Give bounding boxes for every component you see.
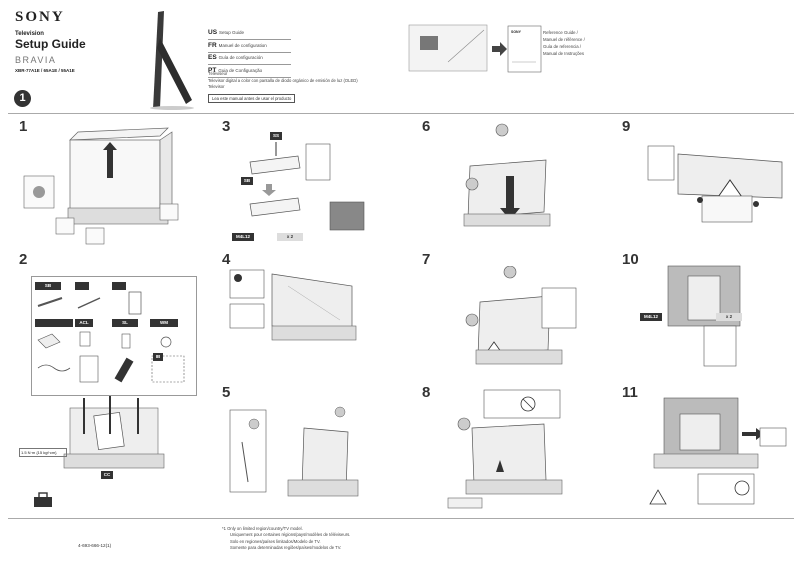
- reference-line: Reference Guide /: [543, 30, 578, 35]
- step-number: 11: [622, 384, 638, 401]
- footnote: *1 Only on limited region/country/TV mod…: [222, 526, 350, 552]
- tag-wm: WM: [150, 319, 178, 327]
- language-code: FR: [208, 41, 217, 49]
- language-code: ES: [208, 54, 217, 61]
- tag-cc: CC: [101, 471, 113, 479]
- footnote-line: Somente para determinadas regiões/países…: [230, 545, 342, 551]
- step-number: 1: [19, 118, 28, 135]
- step7-stand-illustration: [465, 266, 577, 365]
- tag-sb: SB: [35, 282, 61, 290]
- language-code: US: [208, 29, 218, 36]
- reference-illustration: [408, 24, 542, 73]
- step3-stand-illustration: [249, 142, 365, 231]
- read-manual-note: Lea este manual antes de usar el product…: [208, 94, 296, 103]
- language-label: Setup Guide: [219, 30, 245, 35]
- step-number: 9: [622, 118, 631, 135]
- step4-attach-illustration: [229, 269, 357, 341]
- tv-description-line: Téléviseur: [208, 71, 228, 76]
- accessory-row1-icons: [37, 291, 142, 315]
- product-type: Television: [15, 31, 44, 37]
- step-number: 3: [222, 118, 231, 135]
- sheet-number-badge: 1: [14, 90, 31, 107]
- tag-m4l12: M4L12: [232, 233, 254, 241]
- language-list: US Setup Guide FR Manuel de configuratio…: [208, 29, 418, 79]
- language-row: ES Guía de configuración: [208, 54, 291, 65]
- brand-logo: SONY: [15, 9, 65, 25]
- step-number: 10: [622, 251, 639, 268]
- step5-lift-illustration: [229, 406, 359, 497]
- tag-sl: SL: [112, 319, 138, 327]
- language-label: Guía de configuración: [218, 55, 263, 60]
- reference-line: Manuel de référence /: [543, 37, 585, 42]
- step-number: 2: [19, 251, 28, 268]
- footnote-line: Uniquement pour certaines régions/pays/m…: [230, 532, 351, 538]
- footnote-line: Solo en regiones/países limitados/Modelo…: [230, 538, 321, 544]
- language-label: Manuel de configuration: [218, 42, 267, 48]
- step6-lift-tv-illustration: [463, 123, 551, 227]
- language-label: Guia de Configuração: [218, 67, 263, 73]
- cloth-icon: [447, 497, 483, 509]
- tag-m4l12-10: M4L12: [640, 313, 662, 321]
- step-number: 5: [222, 384, 231, 401]
- step2-box-illustration: [63, 396, 165, 469]
- tag-blank: [75, 282, 89, 290]
- step-number: 4: [222, 251, 231, 268]
- model-list: XBR-77A1E / 65A1E / 55A1E: [15, 68, 75, 73]
- tv-side-illustration: [150, 11, 194, 110]
- booklet-label: SONY: [511, 30, 521, 34]
- tag-acl: ACL: [75, 319, 93, 327]
- step11-cover-illustration: [649, 397, 787, 505]
- language-row: US Setup Guide: [208, 29, 291, 40]
- tag-ib: IB: [153, 353, 163, 361]
- language-row: PT Guia de Configuração: [208, 67, 291, 78]
- reference-line: Guía de referencia /: [543, 44, 581, 49]
- toolbox-icon: [34, 492, 52, 507]
- step9-stand-illustration: [647, 145, 783, 223]
- language-row: FR Manuel de configuration: [208, 42, 291, 53]
- step8-upright-illustration: [457, 389, 563, 495]
- language-code: PT: [208, 66, 217, 74]
- footer-divider: [8, 518, 794, 519]
- tag-sb-3: SB: [241, 177, 253, 185]
- tag-blank: [112, 282, 126, 290]
- tv-description-line: Televisor digital a color con pantalla d…: [208, 77, 358, 83]
- step1-unbox-illustration: [23, 127, 179, 245]
- part-number: 4-693-666-12(1): [78, 543, 112, 548]
- reference-guide-text: Reference Guide / Manuel de référence / …: [543, 29, 585, 57]
- accessory-panel: [31, 276, 197, 396]
- step-number: 6: [422, 118, 431, 135]
- torque-note: 1.5 N·m {15 kgf·cm}: [19, 448, 67, 457]
- reference-line: Manual de Instruções: [543, 51, 585, 56]
- accessory-row2-icons: [37, 331, 185, 383]
- series-name: BRAVIA: [15, 55, 57, 65]
- tv-description-line: Televisor: [208, 84, 225, 90]
- step10-back-illustration: [667, 265, 741, 367]
- step-number: 7: [422, 251, 431, 268]
- header-divider: [8, 113, 794, 114]
- tag-x2-10: x 2: [716, 313, 742, 321]
- tv-description: Téléviseur Televisor digital a color con…: [208, 71, 358, 91]
- footnote-line: *1 Only on limited region/country/TV mod…: [222, 526, 303, 531]
- tag-ss: SS: [270, 132, 282, 140]
- tag-blank: [35, 319, 73, 327]
- tag-x2: x 2: [277, 233, 303, 241]
- page-title: Setup Guide: [15, 37, 86, 51]
- step-number: 8: [422, 384, 431, 401]
